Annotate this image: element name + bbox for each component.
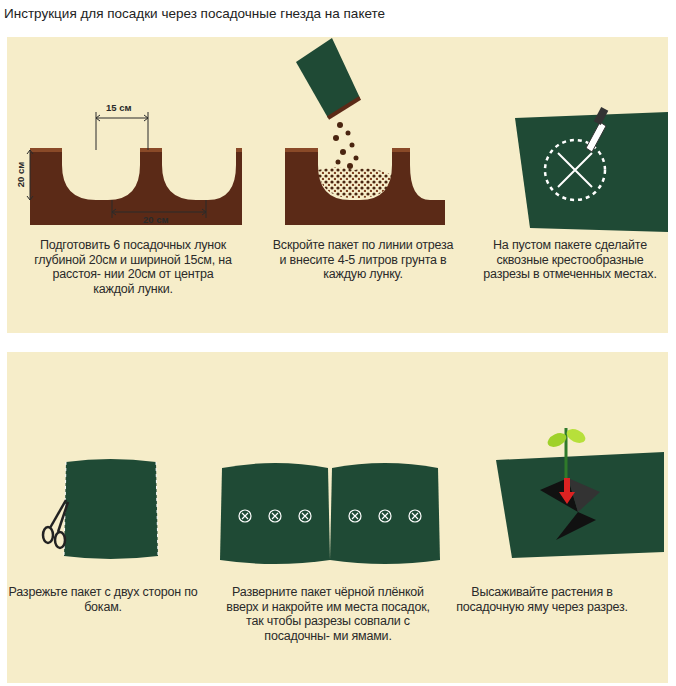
title: Инструкция для посадки через посадочные … [4,6,385,21]
step-caption: Высаживайте растения в посадочную яму че… [452,585,632,614]
dimension-label: 20 см [15,162,26,188]
step-caption: Разрежьте пакет с двух сторон по бокам. [8,585,198,614]
dimension-label: 15 см [106,102,132,113]
step-caption: Вскройте пакет по линии отреза и внесите… [268,238,458,282]
step-caption: На пустом пакете сделайте сквозные крест… [481,238,659,282]
step-caption: Подготовить 6 посадочных лунок глубиной … [31,238,236,296]
instruction-panel: Разрежьте пакет с двух сторон по бокам. Р… [7,352,668,683]
dimension-label: 20 см [143,214,169,225]
instruction-panel: Подготовить 6 посадочных лунок глубиной … [7,37,668,333]
step-caption: Разверните пакет чёрной плёнкой вверх и … [223,585,433,643]
